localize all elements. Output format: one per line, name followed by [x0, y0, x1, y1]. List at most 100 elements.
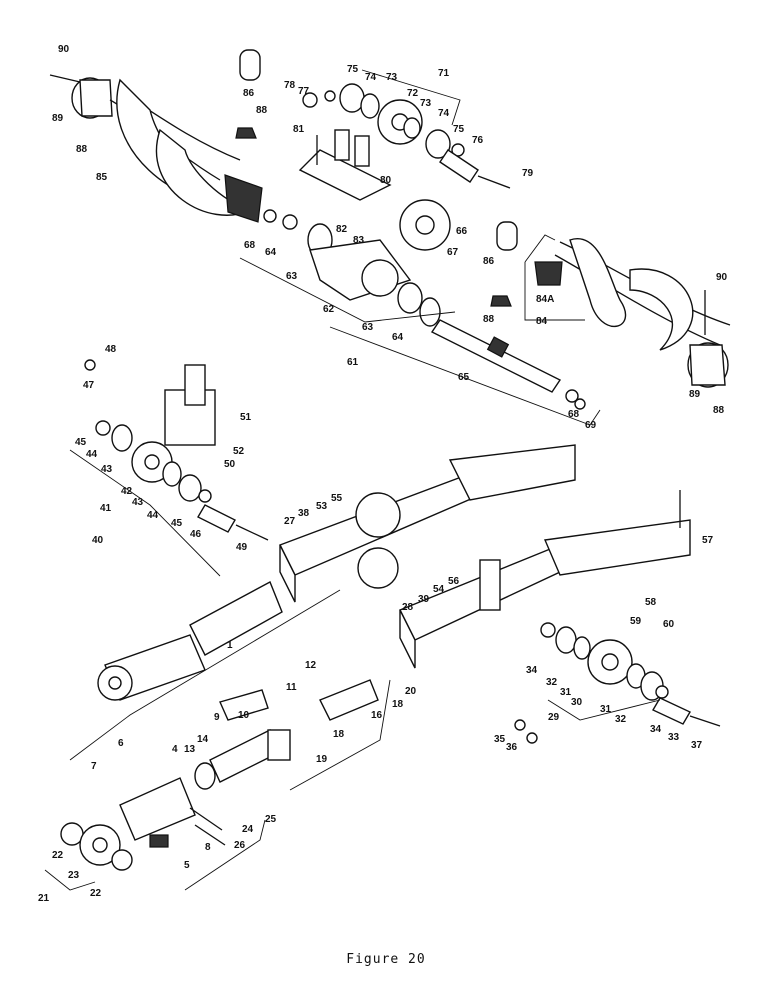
part-number-label: 67: [447, 247, 459, 258]
main-frame: [279, 444, 691, 669]
figure-caption: Figure 20: [346, 952, 426, 967]
part-number-label: 12: [305, 660, 317, 671]
tensioner-assembly: [44, 581, 391, 891]
part-number-label: 11: [286, 682, 297, 693]
part-number-label: 43: [132, 497, 144, 508]
part-number-label: 26: [234, 840, 246, 851]
part-number-label: 80: [380, 175, 392, 186]
part-number-label: 65: [458, 372, 470, 383]
part-number-label: 18: [392, 699, 404, 710]
part-number-label: 35: [494, 734, 506, 745]
part-number-label: 5: [184, 860, 190, 871]
part-number-label: 74: [438, 108, 450, 119]
part-number-label: 27: [284, 516, 296, 527]
part-number-label: 38: [298, 508, 310, 519]
part-number-label: 54: [433, 584, 445, 595]
part-number-label: 34: [526, 665, 538, 676]
part-number-label: 29: [548, 712, 560, 723]
part-number-label: 52: [233, 446, 245, 457]
part-number-label: 31: [560, 687, 572, 698]
part-number-label: 23: [68, 870, 80, 881]
part-number-label: 56: [448, 576, 460, 587]
part-number-label: 44: [147, 510, 159, 521]
part-number-label: 74: [365, 72, 377, 83]
part-number-label: 59: [630, 616, 642, 627]
part-number-label: 22: [90, 888, 102, 899]
part-number-label: 28: [402, 602, 414, 613]
upper-sprocket-assembly: [298, 69, 511, 201]
part-number-label: 88: [256, 105, 268, 116]
part-number-label: 55: [331, 493, 343, 504]
part-number-label: 76: [472, 135, 484, 146]
part-number-label: 22: [52, 850, 64, 861]
part-number-label: 86: [483, 256, 495, 267]
part-number-label: 44: [86, 449, 98, 460]
part-number-label: 42: [121, 486, 133, 497]
part-number-label: 64: [265, 247, 277, 258]
part-number-label: 51: [240, 412, 252, 423]
part-number-label: 75: [347, 64, 359, 75]
part-number-label: 73: [420, 98, 432, 109]
part-number-label: 86: [243, 88, 255, 99]
middle-shaft-assembly: [239, 199, 601, 426]
part-number-label: 45: [171, 518, 183, 529]
part-number-label: 79: [522, 168, 534, 179]
part-number-label: 75: [453, 124, 465, 135]
part-number-label: 40: [92, 535, 104, 546]
part-number-label: 19: [316, 754, 328, 765]
part-number-label: 77: [298, 86, 310, 97]
part-number-label: 50: [224, 459, 236, 470]
part-number-label: 36: [506, 742, 518, 753]
part-number-label: 72: [407, 88, 419, 99]
left-auger-assembly: [49, 49, 263, 223]
part-number-label: 57: [702, 535, 714, 546]
part-number-label: 48: [105, 344, 117, 355]
part-number-label: 8: [205, 842, 211, 853]
part-number-label: 53: [316, 501, 328, 512]
part-number-label: 68: [568, 409, 580, 420]
part-number-label: 85: [96, 172, 108, 183]
part-number-label: 24: [242, 824, 254, 835]
part-number-label: 73: [386, 72, 398, 83]
part-number-label: 69: [585, 420, 597, 431]
part-number-label: 21: [38, 893, 50, 904]
part-number-label: 88: [76, 144, 88, 155]
left-sprocket-assembly: [69, 359, 269, 577]
right-auger-assembly: [490, 221, 731, 388]
part-number-label: 10: [238, 710, 250, 721]
part-number-label: 90: [716, 272, 728, 283]
part-number-label: 34: [650, 724, 662, 735]
part-number-label: 82: [336, 224, 348, 235]
part-number-label: 33: [668, 732, 680, 743]
part-number-label: 88: [713, 405, 725, 416]
part-number-label: 43: [101, 464, 113, 475]
part-number-label: 58: [645, 597, 657, 608]
part-number-label: 89: [689, 389, 701, 400]
part-number-label: 90: [58, 44, 70, 55]
part-number-label: 62: [323, 304, 335, 315]
part-number-label: 68: [244, 240, 256, 251]
part-number-label: 47: [83, 380, 95, 391]
part-number-label: 7: [91, 761, 97, 772]
part-number-label: 84: [536, 316, 548, 327]
part-number-label: 63: [286, 271, 298, 282]
right-sprocket-stack: [514, 622, 721, 744]
part-number-label: 16: [371, 710, 383, 721]
part-number-label: 89: [52, 113, 64, 124]
part-number-label: 18: [333, 729, 345, 740]
part-number-label: 13: [184, 744, 196, 755]
part-number-label: 60: [663, 619, 675, 630]
part-number-label: 25: [265, 814, 277, 825]
part-number-label: 64: [392, 332, 404, 343]
part-number-label: 39: [418, 594, 430, 605]
part-number-label: 63: [362, 322, 374, 333]
part-number-label: 71: [438, 68, 450, 79]
part-number-label: 14: [197, 734, 209, 745]
part-number-label: 41: [100, 503, 112, 514]
part-number-label: 61: [347, 357, 359, 368]
part-number-label: 88: [483, 314, 495, 325]
part-number-label: 9: [214, 712, 220, 723]
part-number-label: 31: [600, 704, 612, 715]
